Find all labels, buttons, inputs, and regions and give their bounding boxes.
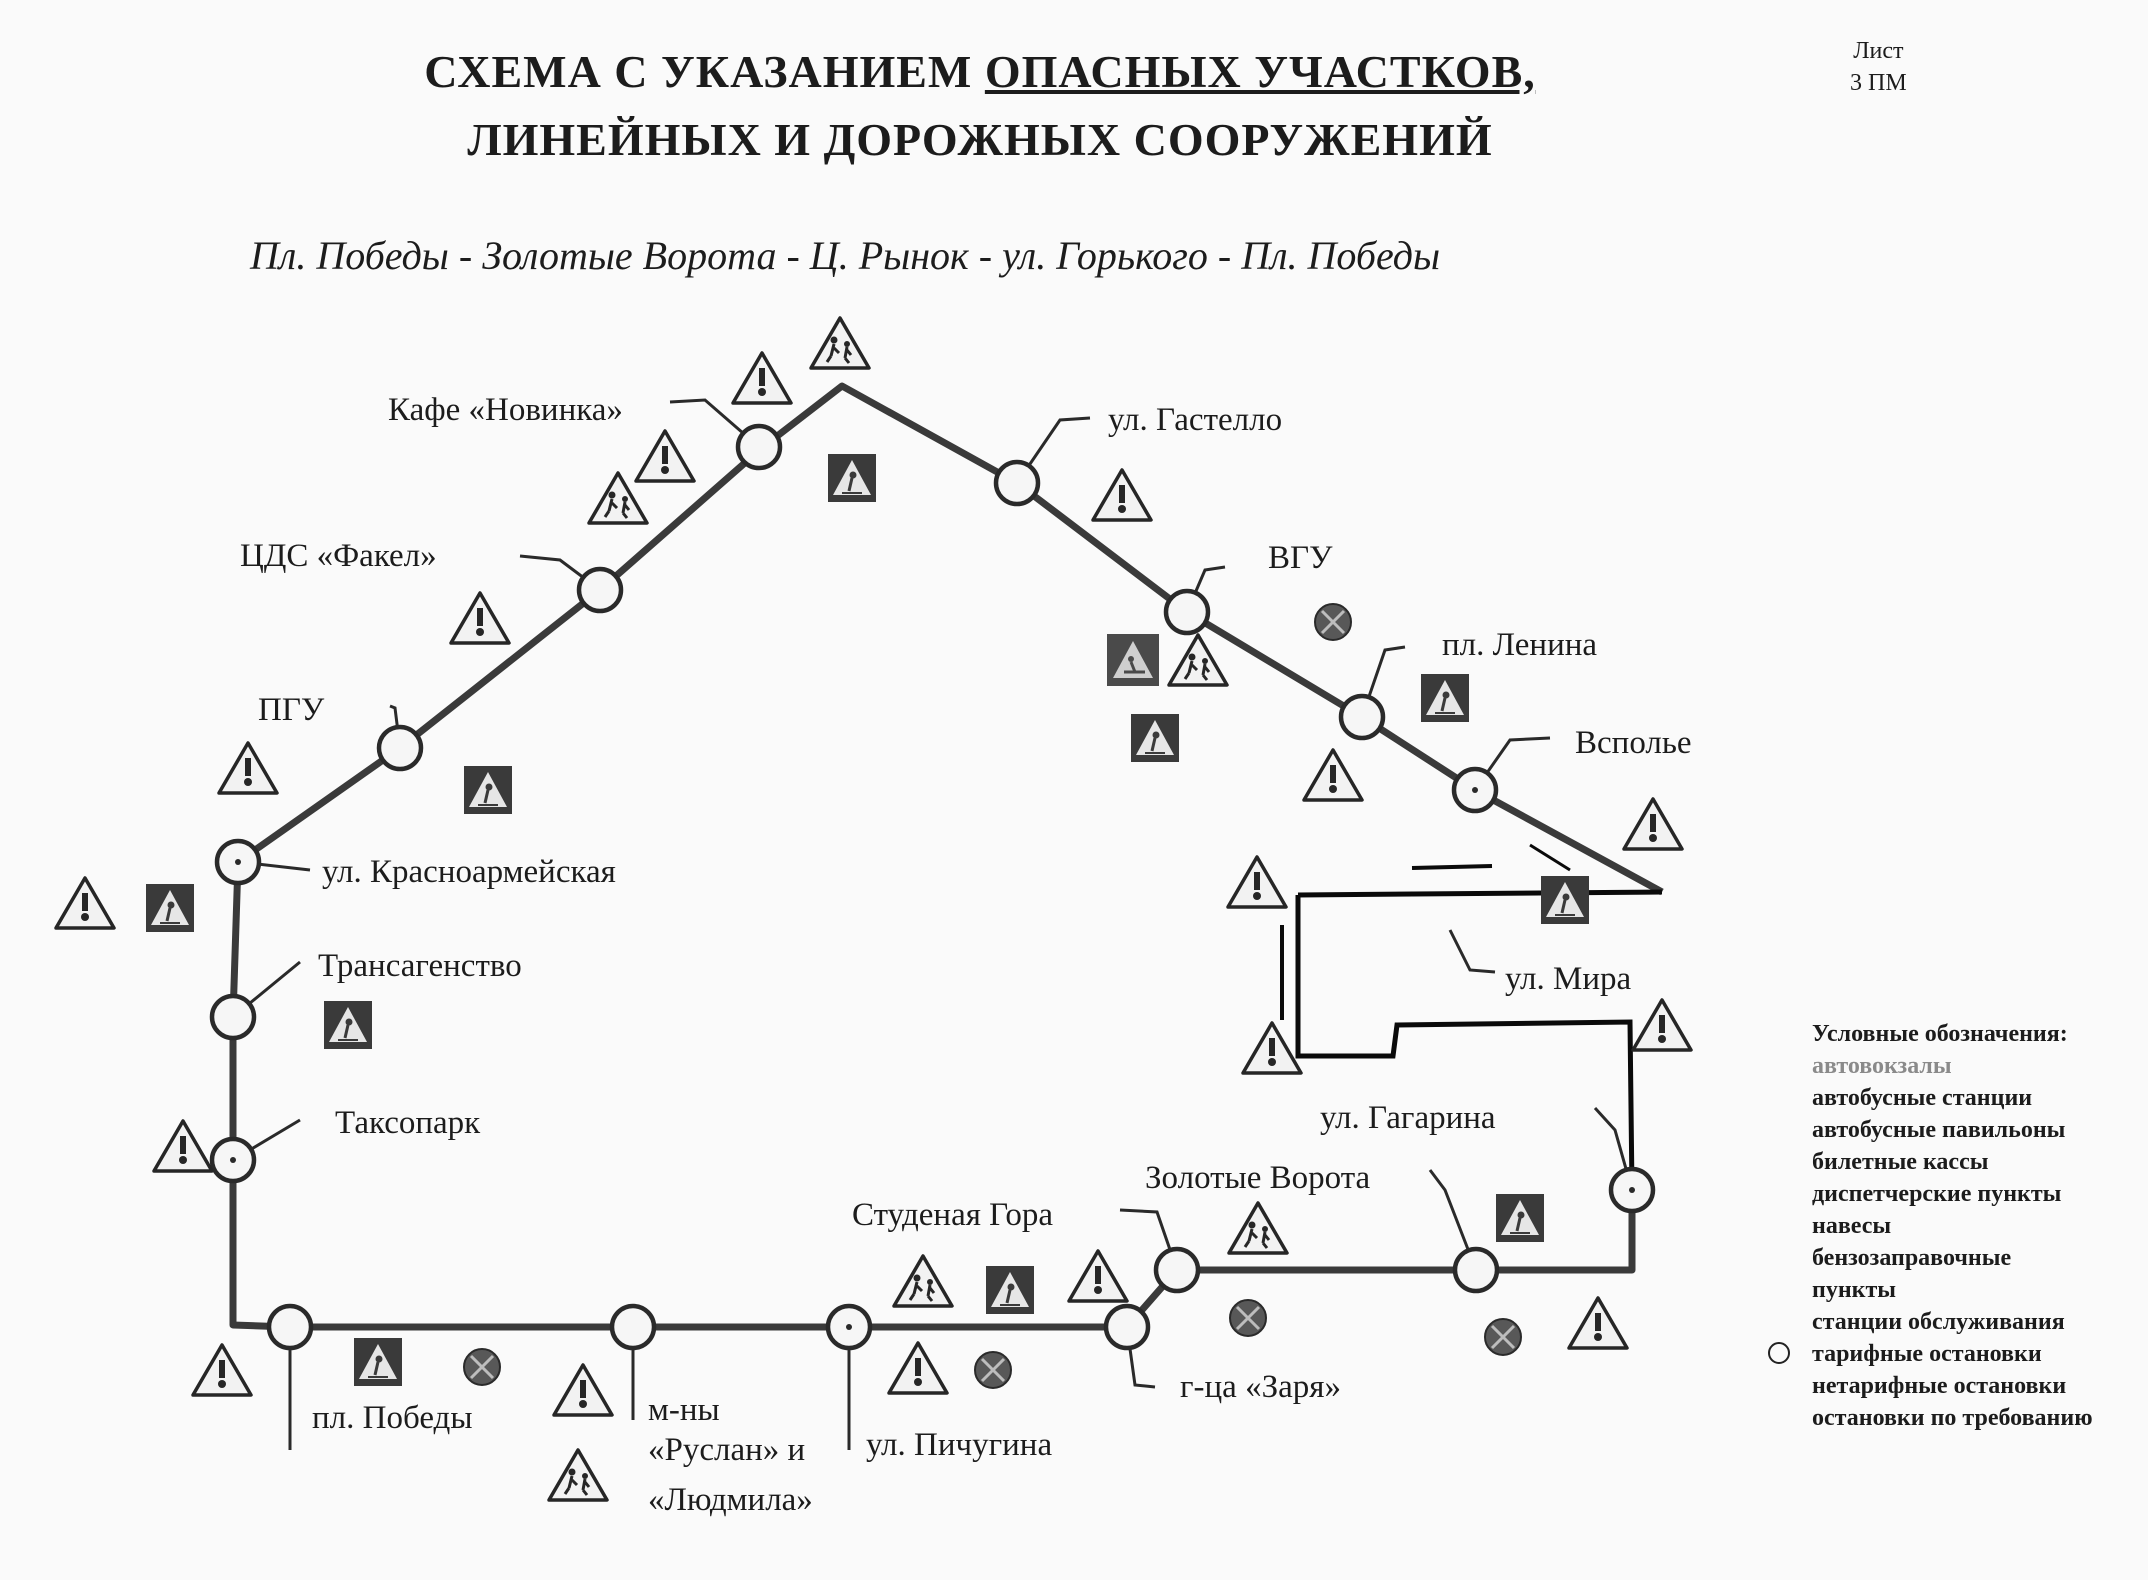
label-zarya: г-ца «Заря» (1180, 1369, 1341, 1405)
stop-labels: Кафе «Новинка» ЦДС «Факел» ПГУ ул. Красн… (240, 392, 1692, 1518)
label-vspolye: Всполье (1575, 725, 1692, 761)
pedestrian-crossing-icon (984, 1264, 1036, 1316)
warning-other-dangers-icon (217, 741, 279, 795)
children-crossing-icon (547, 1448, 609, 1502)
warning-other-dangers-icon (1067, 1249, 1129, 1303)
label-ruslan-2: «Руслан» и (648, 1432, 805, 1468)
label-transagentstvo: Трансагенство (318, 948, 522, 984)
warning-other-dangers-icon (1622, 797, 1684, 851)
warning-other-dangers-icon (1567, 1296, 1629, 1350)
title-line-2: ЛИНЕЙНЫХ И ДОРОЖНЫХ СООРУЖЕНИЙ (467, 114, 1493, 165)
no-stopping-icon (462, 1347, 502, 1387)
legend-item: бензозаправочные (1812, 1245, 2012, 1271)
tariff-stop-circle-icon (1768, 1342, 1790, 1364)
label-gastello: ул. Гастелло (1108, 402, 1282, 438)
stop-marker-pl-pobedy (266, 1303, 314, 1351)
label-vgu: ВГУ (1268, 540, 1333, 576)
stop-marker-tsds-fakel (576, 566, 624, 614)
stop-marker-ruslan-lyudmila (609, 1303, 657, 1351)
label-studenaya-gora: Студеная Гора (852, 1197, 1053, 1233)
pedestrian-crossing-icon (1129, 712, 1181, 764)
title-underlined-part: ОПАСНЫХ УЧАСТКОВ, (984, 46, 1536, 97)
warning-other-dangers-icon (552, 1363, 614, 1417)
pedestrian-crossing-icon (826, 452, 878, 504)
warning-other-dangers-icon (1226, 855, 1288, 909)
stop-marker-zolotye-vorota (1452, 1246, 1500, 1294)
legend-item: автобусные станции (1812, 1085, 2033, 1111)
warning-other-dangers-icon (1091, 468, 1153, 522)
sheet-label: Лист 3 ПМ (1850, 38, 1907, 96)
stop-marker-cafe-novinka (735, 423, 783, 471)
legend-item: навесы (1812, 1213, 1892, 1239)
no-stopping-icon (1483, 1317, 1523, 1357)
pedestrian-crossing-icon (144, 882, 196, 934)
legend-item: остановки по требованию (1812, 1405, 2093, 1431)
legend-item: автовокзалы (1812, 1053, 1952, 1079)
warning-other-dangers-icon (152, 1119, 214, 1173)
children-crossing-icon (892, 1254, 954, 1308)
warning-other-dangers-icon (1631, 998, 1693, 1052)
warning-other-dangers-icon (634, 429, 696, 483)
stop-marker-transagentstvo (209, 993, 257, 1041)
label-krasnoarmeyskaya: ул. Красноармейская (322, 854, 616, 890)
legend-item: нетарифные остановки (1812, 1373, 2067, 1399)
label-ruslan-3: «Людмила» (648, 1482, 813, 1518)
children-crossing-icon (1167, 633, 1229, 687)
legend-item: диспетчерские пункты (1812, 1181, 2062, 1207)
stop-marker-studenaya-gora (1153, 1246, 1201, 1294)
no-stopping-icon (973, 1350, 1013, 1390)
legend-item: билетные кассы (1812, 1149, 1989, 1175)
pedestrian-crossing-icon (462, 764, 514, 816)
stop-marker-gastello (993, 459, 1041, 507)
warning-other-dangers-icon (449, 591, 511, 645)
stop-marker-vgu (1163, 588, 1211, 636)
pedestrian-crossing-icon (322, 999, 374, 1051)
label-pichugina: ул. Пичугина (866, 1427, 1052, 1463)
label-gagarina: ул. Гагарина (1320, 1100, 1496, 1136)
label-ruslan-1: м-ны (648, 1392, 720, 1428)
label-pgu: ПГУ (258, 692, 325, 728)
pedestrian-crossing-icon (1494, 1192, 1546, 1244)
label-cafe-novinka: Кафе «Новинка» (388, 392, 623, 428)
detour-line (1280, 843, 1663, 1191)
legend-item: станции обслуживания (1812, 1309, 2065, 1335)
warning-other-dangers-icon (191, 1343, 253, 1397)
children-crossing-icon (809, 316, 871, 370)
label-zolotye-vorota: Золотые Ворота (1145, 1160, 1371, 1196)
legend-item-tariff-stops: тарифные остановки (1768, 1338, 2132, 1370)
legend-title: Условные обозначения: (1812, 1021, 2068, 1047)
scheme-title: СХЕМА С УКАЗАНИЕМ ОПАСНЫХ УЧАСТКОВ, ЛИНЕ… (330, 38, 1630, 174)
warning-other-dangers-icon (887, 1341, 949, 1395)
children-crossing-icon (1227, 1201, 1289, 1255)
title-line-1: СХЕМА С УКАЗАНИЕМ ОПАСНЫХ УЧАСТКОВ, (424, 46, 1536, 97)
legend-item: пункты (1812, 1277, 1897, 1303)
label-pl-pobedy: пл. Победы (312, 1400, 473, 1436)
warning-other-dangers-icon (731, 351, 793, 405)
stop-marker-pl-lenina (1338, 693, 1386, 741)
stop-center-dots (230, 787, 1635, 1330)
label-pl-lenina: пл. Ленина (1442, 627, 1597, 663)
route-subtitle: Пл. Победы - Золотые Ворота - Ц. Рынок -… (250, 233, 1441, 278)
no-stopping-icon (1228, 1298, 1268, 1338)
road-works-icon (1105, 632, 1161, 688)
pedestrian-crossing-icon (1419, 672, 1471, 724)
warning-other-dangers-icon (1302, 748, 1364, 802)
stop-marker-zarya (1103, 1303, 1151, 1351)
label-taksopark: Таксопарк (335, 1105, 481, 1141)
label-mira: ул. Мира (1505, 961, 1632, 997)
legend: Условные обозначения: автовокзалы автобу… (1768, 1018, 2132, 1434)
no-stopping-icon (1313, 602, 1353, 642)
warning-other-dangers-icon (54, 876, 116, 930)
stop-marker-pgu (376, 724, 424, 772)
label-tsds-fakel: ЦДС «Факел» (240, 538, 437, 574)
pedestrian-crossing-icon (1539, 874, 1591, 926)
pedestrian-crossing-icon (352, 1336, 404, 1388)
warning-other-dangers-icon (1241, 1021, 1303, 1075)
legend-item: автобусные павильоны (1812, 1117, 2066, 1143)
